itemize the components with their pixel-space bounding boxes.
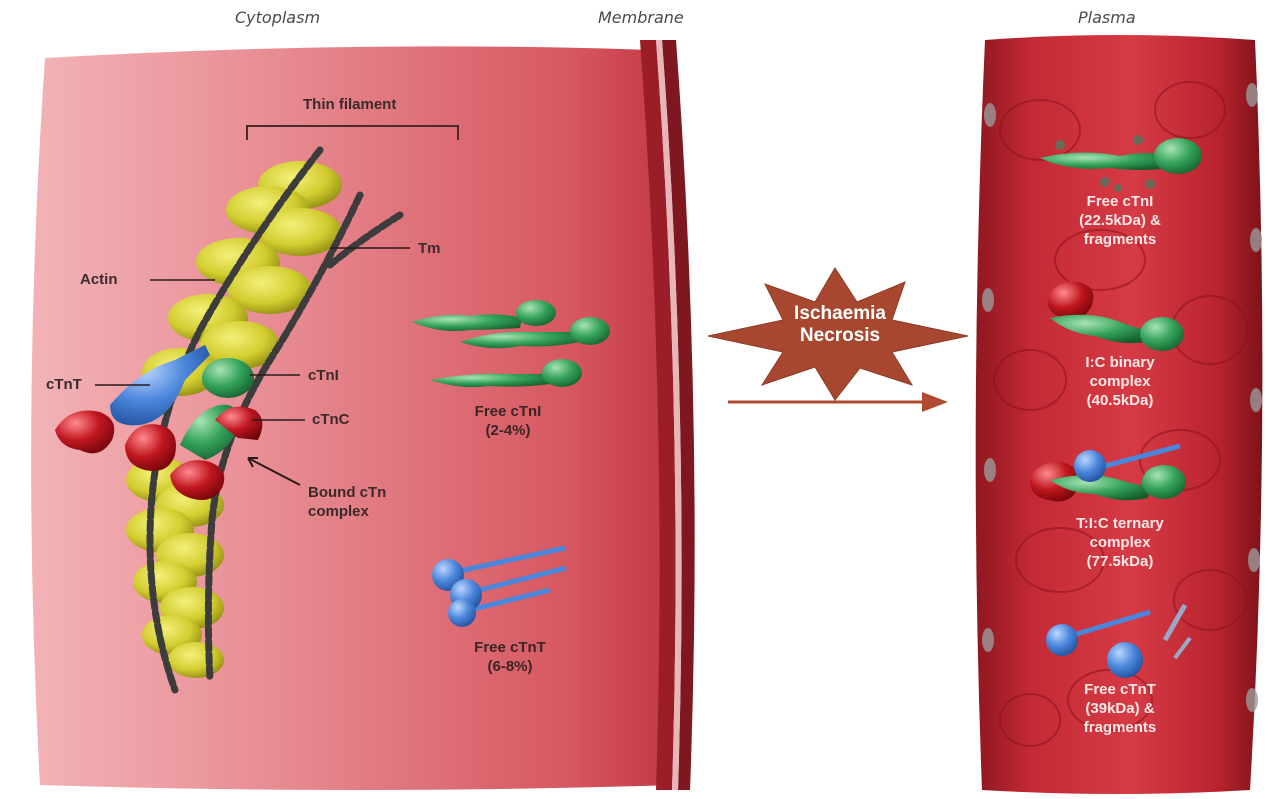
plasma-item-line: complex bbox=[1040, 533, 1200, 552]
bound-complex-line1: Bound cTn bbox=[308, 483, 386, 502]
cytoplasm-header: Cytoplasm bbox=[235, 8, 320, 27]
ctnt-label: cTnT bbox=[46, 376, 82, 393]
plasma-item-line: Free cTnT bbox=[1050, 680, 1190, 699]
bound-complex-line2: complex bbox=[308, 502, 386, 521]
ctni-label: cTnI bbox=[308, 367, 339, 384]
bound-complex-label: Bound cTn complex bbox=[308, 483, 386, 521]
plasma-item-line: fragments bbox=[1050, 230, 1190, 249]
plasma-item-label: Free cTnT (39kDa) & fragments bbox=[1050, 680, 1190, 737]
free-ctnt-cytoplasm-label: Free cTnT (6-8%) bbox=[450, 638, 570, 676]
actin-label: Actin bbox=[80, 271, 118, 288]
plasma-item-line: (22.5kDa) & bbox=[1050, 211, 1190, 230]
plasma-item-line: complex bbox=[1050, 372, 1190, 391]
plasma-item-label: I:C binary complex (40.5kDa) bbox=[1050, 353, 1190, 410]
ctnc-label: cTnC bbox=[312, 411, 350, 428]
free-ctni-cyto-line1: Free cTnI bbox=[448, 402, 568, 421]
free-ctnt-cyto-line1: Free cTnT bbox=[450, 638, 570, 657]
plasma-item-label: T:I:C ternary complex (77.5kDa) bbox=[1040, 514, 1200, 571]
plasma-item-line: (77.5kDa) bbox=[1040, 552, 1200, 571]
ischaemia-text: Ischaemia bbox=[740, 303, 940, 325]
plasma-item-line: (40.5kDa) bbox=[1050, 391, 1190, 410]
plasma-header: Plasma bbox=[1078, 8, 1136, 27]
free-ctnt-cyto-line2: (6-8%) bbox=[450, 657, 570, 676]
plasma-item-line: T:I:C ternary bbox=[1040, 514, 1200, 533]
plasma-item-label: Free cTnI (22.5kDa) & fragments bbox=[1050, 192, 1190, 249]
plasma-item-line: (39kDa) & bbox=[1050, 699, 1190, 718]
necrosis-text: Necrosis bbox=[740, 325, 940, 347]
free-ctni-cyto-line2: (2-4%) bbox=[448, 421, 568, 440]
plasma-item-line: fragments bbox=[1050, 718, 1190, 737]
ischaemia-necrosis-label: Ischaemia Necrosis bbox=[740, 303, 940, 347]
membrane-header: Membrane bbox=[598, 8, 684, 27]
thin-filament-label: Thin filament bbox=[303, 96, 396, 113]
plasma-item-line: I:C binary bbox=[1050, 353, 1190, 372]
tm-label: Tm bbox=[418, 240, 441, 257]
plasma-item-line: Free cTnI bbox=[1050, 192, 1190, 211]
free-ctni-cytoplasm-label: Free cTnI (2-4%) bbox=[448, 402, 568, 440]
